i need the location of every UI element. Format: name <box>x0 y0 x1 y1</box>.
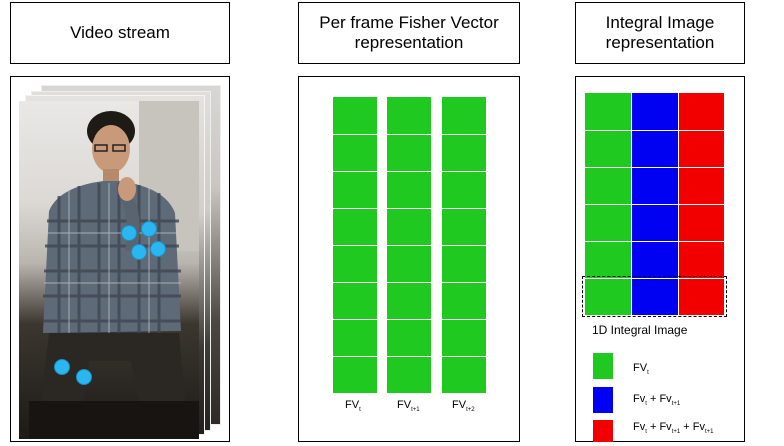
fv-label-t2: FVt+2 <box>452 399 475 413</box>
video-frame-front <box>19 101 199 439</box>
keypoint-dot <box>131 244 147 260</box>
integral-image-title: Integral Image representation <box>605 13 715 52</box>
video-stream-panel <box>10 76 230 442</box>
integral-image-panel: 1D Integral Image FVt Fvt + Fvt+1 Fvt + … <box>575 76 745 442</box>
fisher-vector-panel: FVt FVt+1 FVt+2 <box>298 76 520 442</box>
integral-image-header: Integral Image representation <box>575 2 745 64</box>
fv-label-t1: FVt+1 <box>397 399 420 413</box>
fisher-vector-title: Per frame Fisher Vector representation <box>319 13 499 52</box>
keypoint-dot <box>76 369 92 385</box>
legend-swatch-green <box>593 353 613 379</box>
legend-label-red: Fvt + Fvt+1 + Fvt+1 <box>633 421 714 435</box>
fv-label-t: FVt <box>345 399 361 413</box>
person-figure <box>29 101 199 439</box>
video-stream-title: Video stream <box>70 23 170 42</box>
fisher-vector-header: Per frame Fisher Vector representation <box>298 2 520 64</box>
keypoint-dot <box>121 225 137 241</box>
legend-swatch-red <box>593 420 613 442</box>
keypoint-dot <box>150 241 166 257</box>
legend-label-green: FVt <box>633 362 649 376</box>
keypoint-dot <box>141 221 157 237</box>
legend-label-blue: Fvt + Fvt+1 <box>633 393 681 407</box>
legend-swatch-blue <box>593 387 613 413</box>
keypoint-dot <box>54 359 70 375</box>
integral-row-highlight <box>582 276 727 317</box>
integral-row-label: 1D Integral Image <box>592 323 688 337</box>
video-stream-header: Video stream <box>10 2 230 64</box>
fisher-cell-dividers <box>329 97 489 393</box>
integral-cell-dividers <box>585 93 724 315</box>
